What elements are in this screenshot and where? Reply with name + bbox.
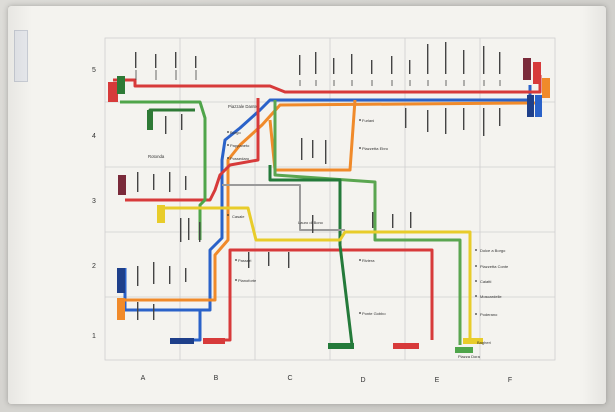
terminal-blue-w bbox=[117, 268, 125, 293]
station-piazzale-dante: Piazzale Dante bbox=[228, 104, 258, 109]
row-label-3: 3 bbox=[92, 198, 96, 205]
station-possedaro: Possedaro bbox=[230, 156, 250, 161]
station-borgo: Borgo bbox=[230, 130, 241, 135]
station-dolce-borgo: Dolce a Borgo bbox=[480, 248, 506, 253]
terminal-green-s bbox=[455, 347, 473, 353]
station-passeri: Passeri bbox=[238, 258, 251, 263]
station-poderano: Poderano bbox=[480, 312, 498, 317]
red-line bbox=[113, 75, 540, 92]
station-moscardelle: Moscardelle bbox=[480, 294, 502, 299]
col-label-c: C bbox=[287, 375, 292, 382]
station-casale: Casale bbox=[232, 214, 245, 219]
station-piazzetta-ebro: Piazzetta Ebro bbox=[362, 146, 389, 151]
terminal-yellow-w bbox=[157, 205, 165, 223]
station-pappaneto: Pappaneto bbox=[230, 143, 250, 148]
orange-line-2 bbox=[270, 100, 355, 170]
station-ponte-gobbo: Ponte Gobbo bbox=[362, 311, 386, 316]
terminal-red-w bbox=[108, 82, 118, 102]
terminal-blue-s bbox=[170, 338, 194, 344]
terminal-red-e bbox=[533, 62, 541, 84]
col-label-a: A bbox=[141, 375, 146, 382]
terminal-green-w bbox=[117, 76, 125, 94]
col-label-f: F bbox=[508, 377, 512, 384]
red-line-3 bbox=[210, 250, 432, 340]
row-label-2: 2 bbox=[92, 263, 96, 270]
terminal-blue-e bbox=[527, 95, 534, 117]
terminal-red-s2 bbox=[393, 343, 419, 349]
col-label-b: B bbox=[214, 375, 219, 382]
col-label-e: E bbox=[435, 377, 440, 384]
blue-line-branch bbox=[178, 310, 200, 340]
dark-green-line bbox=[270, 165, 352, 345]
terminal-green-2 bbox=[147, 110, 153, 130]
terminal-dkgreen-s bbox=[328, 343, 354, 349]
terminal-blue-e2 bbox=[535, 95, 542, 117]
terminal-orange-e bbox=[542, 78, 550, 98]
station-piazza-dora: Piazza Dora bbox=[458, 354, 481, 359]
row-label-4: 4 bbox=[92, 133, 96, 140]
green-line-2 bbox=[150, 110, 195, 112]
station-rotonda: Rotonda bbox=[148, 154, 165, 159]
terminal-orange-w bbox=[117, 298, 125, 320]
station-bagheri: Bagheri bbox=[477, 340, 491, 345]
station-caiatti: Caiatti bbox=[480, 279, 491, 284]
station-furlani: Furlani bbox=[362, 118, 374, 123]
terminal-maroon-e bbox=[523, 58, 531, 80]
station-lauro: Lauro di Bono bbox=[298, 220, 324, 225]
row-label-1: 1 bbox=[92, 333, 96, 340]
station-pianoforte: Pianoforte bbox=[238, 278, 257, 283]
row-label-5: 5 bbox=[92, 67, 96, 74]
terminal-red-s bbox=[203, 338, 225, 344]
station-piazzetta-conte: Piazzetta Conte bbox=[480, 264, 509, 269]
col-label-d: D bbox=[360, 377, 365, 384]
terminal-maroon bbox=[118, 175, 126, 195]
station-riviera: Riviera bbox=[362, 258, 375, 263]
